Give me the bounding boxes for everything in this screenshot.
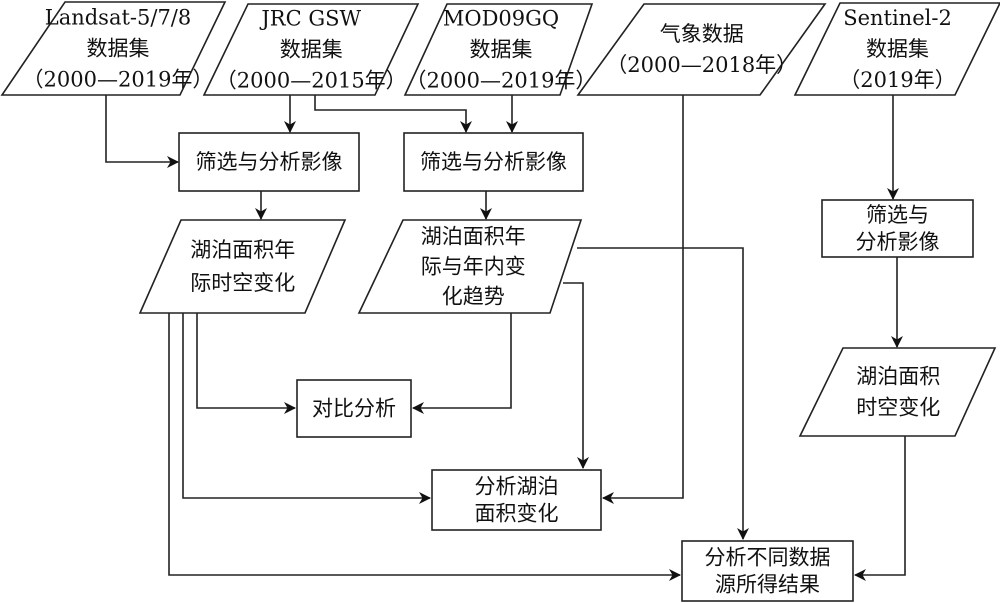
node-label: （2000—2019年） — [23, 68, 214, 92]
edge-intraannual-to-analyze-area — [563, 282, 589, 469]
node-label: 筛选与分析影像 — [420, 150, 567, 174]
parallelogram-shape — [0, 1, 227, 96]
node-label: （2000—2018年） — [606, 53, 797, 77]
node-sentinel: Sentinel-2 数据集 （2019年） — [793, 2, 1000, 96]
node-label: 数据集 — [87, 37, 150, 61]
edge-spatiotemporal-to-analyze-sources — [854, 436, 906, 581]
node-label: 对比分析 — [312, 397, 396, 421]
node-label: 筛选与分析影像 — [196, 150, 343, 174]
node-meteo: 气象数据 （2000—2018年） — [576, 3, 827, 96]
node-label: Sentinel-2 — [843, 6, 952, 30]
node-landsat: Landsat-5/7/8 数据集 （2000—2019年） — [0, 1, 227, 96]
node-label: 面积变化 — [475, 502, 559, 526]
parallelogram-shape — [138, 219, 347, 314]
edges — [105, 95, 906, 581]
process-box-shape — [821, 199, 974, 258]
node-label: 数据集 — [470, 38, 533, 62]
process-box-shape — [178, 132, 360, 192]
edge-intraannual-to-analyze-sources — [577, 247, 749, 540]
node-label: （2019年） — [839, 68, 955, 92]
process-box-shape — [431, 469, 602, 531]
node-label: 时空变化 — [856, 396, 940, 420]
node-label: 分析影像 — [856, 230, 940, 254]
node-label: 筛选与 — [866, 203, 929, 227]
node-label: 湖泊面积年 — [421, 225, 526, 249]
node-label: （2000—2019年） — [406, 69, 597, 93]
process-box-shape — [403, 132, 584, 192]
edge-landsat-to-filter1 — [105, 95, 179, 168]
parallelogram-shape — [793, 2, 1000, 96]
node-label: Landsat-5/7/8 — [45, 6, 192, 30]
edge-interannual-to-compare — [196, 313, 296, 414]
process-box-shape — [681, 540, 854, 602]
node-label: 际与年内变 — [421, 255, 526, 279]
node-label: 数据集 — [280, 38, 343, 62]
node-label: （2000—2015年） — [216, 69, 407, 93]
node-jrc: JRC GSW 数据集 （2000—2015年） — [202, 3, 420, 96]
node-label: 湖泊面积年 — [190, 238, 295, 262]
edge-meteo-to-analyze-area — [602, 95, 684, 504]
node-filter2: 筛选与分析影像 — [403, 132, 584, 192]
node-label: 源所得结果 — [715, 573, 820, 597]
node-label: MOD09GQ — [443, 7, 559, 31]
node-label: 化趋势 — [442, 285, 505, 309]
node-label: 气象数据 — [660, 22, 744, 46]
node-label: 分析湖泊 — [475, 475, 559, 499]
node-label: JRC GSW — [259, 7, 361, 31]
edge-interannual-to-analyze-area — [182, 313, 431, 504]
node-mod: MOD09GQ 数据集 （2000—2019年） — [403, 3, 597, 96]
parallelogram-shape — [202, 3, 420, 96]
edge-jrc-to-filter2 — [314, 95, 472, 133]
node-label: 际时空变化 — [190, 271, 295, 295]
node-label: 数据集 — [866, 37, 929, 61]
edge-intraannual-to-compare — [412, 313, 512, 414]
parallelogram-shape — [357, 219, 583, 314]
parallelogram-shape — [798, 347, 997, 437]
parallelogram-shape — [403, 3, 594, 96]
edge-interannual-to-analyze-sources — [168, 313, 681, 581]
node-filter3: 筛选与分析影像 — [821, 199, 974, 258]
node-label: 湖泊面积 — [856, 365, 940, 389]
node-compare: 对比分析 — [296, 379, 412, 438]
node-filter1: 筛选与分析影像 — [178, 132, 360, 192]
node-label: 分析不同数据 — [705, 546, 831, 570]
parallelogram-shape — [576, 3, 827, 96]
process-box-shape — [296, 379, 412, 438]
